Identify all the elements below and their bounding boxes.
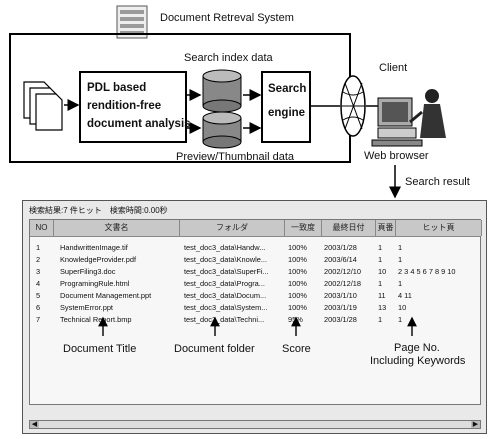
column-header-0[interactable]: NO xyxy=(30,220,54,236)
table-cell: 2002/12/18 xyxy=(324,278,374,289)
table-cell: test_doc3_data\Progra... xyxy=(184,278,285,289)
table-cell: 1 xyxy=(36,242,56,253)
table-cell: 100% xyxy=(288,302,321,313)
search-index-db-icon xyxy=(203,70,241,112)
table-cell: 1 xyxy=(398,242,480,253)
table-cell: test_doc3_data\SuperFi... xyxy=(184,266,285,277)
table-cell: 100% xyxy=(288,290,321,301)
column-header-2[interactable]: フォルダ xyxy=(180,220,285,236)
table-cell: test_doc3_data\Knowle... xyxy=(184,254,285,265)
table-cell: 7 xyxy=(36,314,56,325)
search-engine-text: Search engine xyxy=(268,80,306,122)
search-engine-line-1: Search xyxy=(268,80,306,98)
preview-label: Preview/Thumbnail data xyxy=(176,151,294,163)
table-cell: 11 xyxy=(378,290,394,301)
pdl-line-1: PDL based xyxy=(87,79,191,97)
table-cell: test_doc3_data\Docum... xyxy=(184,290,285,301)
table-cell: 13 xyxy=(378,302,394,313)
table-cell: 95% xyxy=(288,314,321,325)
table-cell: 2003/1/28 xyxy=(324,314,374,325)
table-cell: KnowledgeProvider.pdf xyxy=(60,254,182,265)
column-header-1[interactable]: 文書名 xyxy=(54,220,180,236)
table-cell: 1 xyxy=(378,242,394,253)
table-cell: Technical Report.bmp xyxy=(60,314,182,325)
preview-db-icon xyxy=(203,112,241,148)
score-annotation: Score xyxy=(282,343,311,355)
table-cell: 6 xyxy=(36,302,56,313)
table-cell: test_doc3_data\Techni... xyxy=(184,314,285,325)
pdl-line-2: rendition-free xyxy=(87,97,191,115)
search-result-label: Search result xyxy=(405,176,470,188)
page-no-line-1: Page No. xyxy=(370,342,465,355)
table-cell: 2003/1/28 xyxy=(324,242,374,253)
table-cell: 100% xyxy=(288,278,321,289)
table-cell: 10 xyxy=(398,302,480,313)
table-cell: 1 xyxy=(378,254,394,265)
system-title: Document Retreval System xyxy=(160,12,294,24)
client-label: Client xyxy=(379,62,407,74)
table-cell: 100% xyxy=(288,242,321,253)
table-cell: test_doc3_data\System... xyxy=(184,302,285,313)
table-cell: 100% xyxy=(288,254,321,265)
pdl-box-text: PDL based rendition-free document analys… xyxy=(87,79,191,133)
table-cell: 2003/6/14 xyxy=(324,254,374,265)
column-header-5[interactable]: 頁番 xyxy=(376,220,396,236)
search-engine-line-2: engine xyxy=(268,104,306,122)
client-computer-icon xyxy=(372,89,446,146)
table-cell: 2003/1/10 xyxy=(324,290,374,301)
table-cell: HandwrittenImage.tif xyxy=(60,242,182,253)
table-cell: SystemError.ppt xyxy=(60,302,182,313)
table-cell: 10 xyxy=(378,266,394,277)
table-cell: 2 3 4 5 6 7 8 9 10 xyxy=(398,266,480,277)
table-cell: 1 xyxy=(398,278,480,289)
doc-folder-annotation: Document folder xyxy=(174,343,255,355)
table-cell: 2003/1/19 xyxy=(324,302,374,313)
table-cell: 2002/12/10 xyxy=(324,266,374,277)
table-cell: ProgramingRule.html xyxy=(60,278,182,289)
column-header-4[interactable]: 最終日付 xyxy=(322,220,376,236)
table-cell: 5 xyxy=(36,290,56,301)
table-cell: 1 xyxy=(378,314,394,325)
web-browser-label: Web browser xyxy=(364,150,429,162)
table-cell: Document Management.ppt xyxy=(60,290,182,301)
scroll-left-icon[interactable]: ◀ xyxy=(30,421,39,428)
doc-title-annotation: Document Title xyxy=(63,343,136,355)
table-cell: 4 xyxy=(36,278,56,289)
horizontal-scrollbar[interactable]: ◀ ▶ xyxy=(29,420,481,429)
table-cell: 1 xyxy=(398,254,480,265)
table-cell: 100% xyxy=(288,266,321,277)
table-cell: 4 11 xyxy=(398,290,480,301)
table-cell: SuperFiling3.doc xyxy=(60,266,182,277)
column-header-6[interactable]: ヒット頁 xyxy=(396,220,482,236)
table-cell: 2 xyxy=(36,254,56,265)
document-stack-icon xyxy=(24,82,62,130)
pdl-line-3: document analysis xyxy=(87,115,191,133)
table-cell: 1 xyxy=(378,278,394,289)
search-index-label: Search index data xyxy=(184,52,273,64)
column-header-3[interactable]: 一致度 xyxy=(285,220,322,236)
table-cell: 3 xyxy=(36,266,56,277)
results-status-text: 検索結果:7 件ヒット 検索時間:0.00秒 xyxy=(29,205,168,216)
scroll-right-icon[interactable]: ▶ xyxy=(471,421,480,428)
page-no-annotation: Page No. Including Keywords xyxy=(370,342,465,368)
page-no-line-2: Including Keywords xyxy=(370,355,465,368)
system-diagram xyxy=(0,0,489,200)
table-cell: 1 xyxy=(398,314,480,325)
network-globe-icon xyxy=(341,76,365,136)
table-cell: test_doc3_data\Handw... xyxy=(184,242,285,253)
